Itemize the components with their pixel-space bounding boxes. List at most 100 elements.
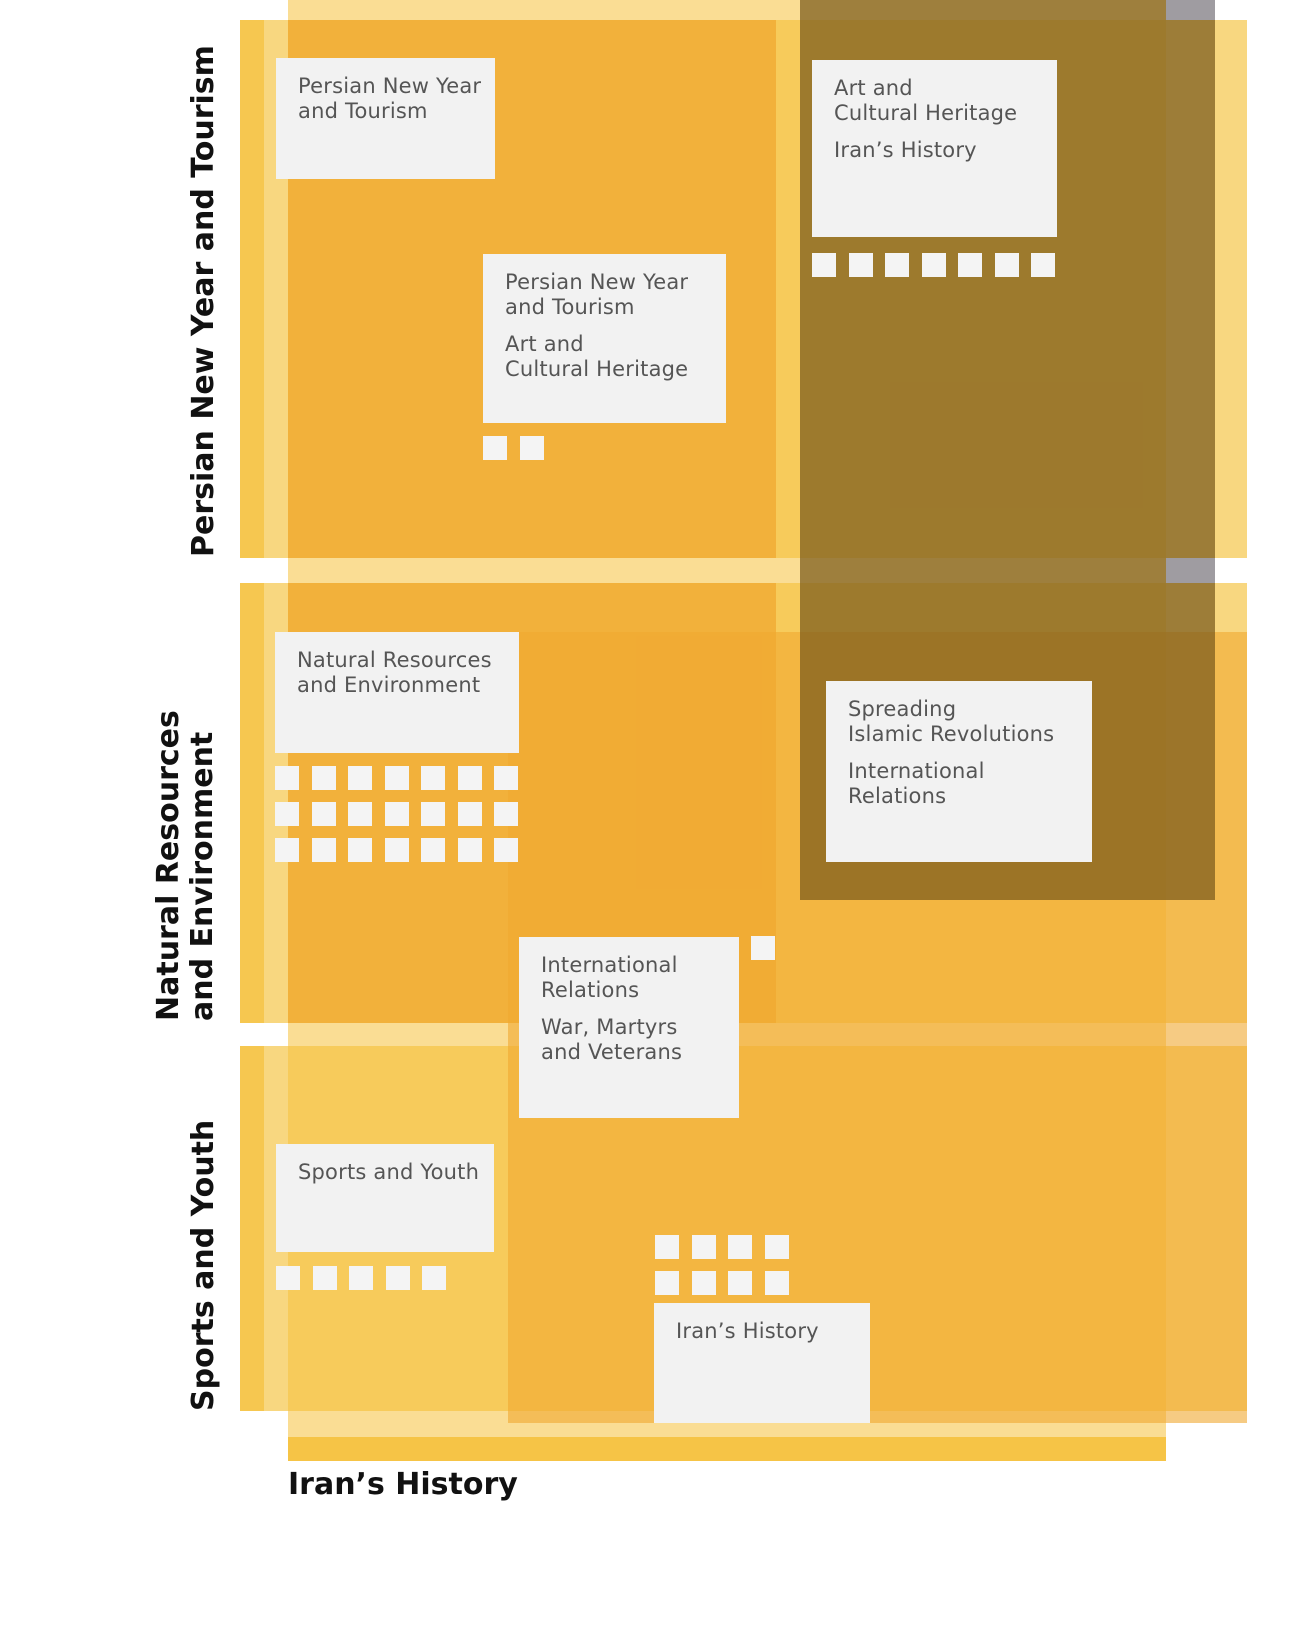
topic-entry-line: Art and [505,332,584,356]
document-marker [812,253,836,277]
row-label-persian-new-year: Persian New Year and Tourism [186,45,221,557]
column-base-strip [288,1437,1166,1461]
marker-grid [655,1235,789,1295]
topic-entry-line: and Tourism [505,295,635,319]
topic-entry-line: Sports and Youth [298,1160,480,1184]
grey-strip-top [1166,0,1215,20]
row-stripe-sports [240,1046,264,1411]
document-marker [1031,253,1055,277]
document-marker [421,838,445,862]
document-marker [348,838,372,862]
document-marker [457,838,482,862]
row-label-line: Sports and Youth [186,1119,221,1411]
topic-entry-line: Persian New Year [298,74,482,98]
document-marker [655,1235,679,1259]
document-marker [275,766,299,790]
marker-grid [275,766,518,862]
marker-grid [751,936,775,960]
grey-strip-mid [1166,558,1215,583]
document-marker [457,802,482,826]
document-marker [348,766,372,790]
document-marker [384,838,409,862]
topic-entry-line: International [848,759,985,783]
document-marker [764,1235,789,1259]
document-marker [275,802,299,826]
document-marker [921,253,946,277]
document-marker [728,1235,752,1259]
row-label-line: Natural Resources [151,710,186,1021]
topic-entry: Iran’s History [834,138,1035,163]
marker-grid [276,1266,446,1290]
topic-entry: Sports and Youth [298,1160,480,1185]
topic-entry-line: Cultural Heritage [834,101,1018,125]
marker-grid [812,253,1055,277]
topic-entry-line: Art and [834,76,913,100]
document-marker [655,1271,679,1295]
document-marker [457,766,482,790]
document-marker [312,1266,337,1290]
document-marker [348,802,372,826]
document-marker [885,253,909,277]
document-marker [311,802,336,826]
document-marker [421,766,445,790]
document-marker [494,766,518,790]
document-marker [494,802,518,826]
topic-entry-line: International [541,953,678,977]
document-marker [691,1235,716,1259]
document-marker [764,1271,789,1295]
document-marker [311,838,336,862]
topic-entry-line: Iran’s History [676,1319,819,1343]
document-marker [848,253,873,277]
column-label-irans-history: Iran’s History [288,1467,518,1502]
document-marker [483,436,507,460]
document-marker [422,1266,446,1290]
document-marker [276,1266,300,1290]
document-marker [751,936,775,960]
document-marker [385,1266,410,1290]
row-label-line: Persian New Year and Tourism [186,45,221,557]
document-marker [728,1271,752,1295]
topic-entry-line: and Tourism [298,99,428,123]
topic-entry-line: Relations [541,978,640,1002]
document-marker [349,1266,373,1290]
row-stripe-natural [240,583,264,1023]
topic-card: Iran’s History [654,1303,870,1423]
topic-entry-line: Iran’s History [834,138,977,162]
document-marker [384,766,409,790]
topic-entry-line: Persian New Year [505,270,689,294]
topic-entry-line: Cultural Heritage [505,357,689,381]
document-marker [994,253,1019,277]
topic-entry-line: and Environment [297,673,481,697]
document-marker [421,802,445,826]
row-label-line: and Environment [185,731,220,1021]
topic-entry-line: Spreading [848,697,957,721]
marker-grid [483,436,544,460]
topic-entry-line: Relations [848,784,947,808]
topic-entry-line: Islamic Revolutions [848,722,1055,746]
topic-entry-line: and Veterans [541,1040,683,1064]
document-marker [691,1271,716,1295]
document-marker [311,766,336,790]
topic-entry-line: Natural Resources [297,648,492,672]
document-marker [958,253,982,277]
document-marker [384,802,409,826]
topic-card: Sports and Youth [276,1144,494,1252]
row-stripe-persian [240,20,264,558]
